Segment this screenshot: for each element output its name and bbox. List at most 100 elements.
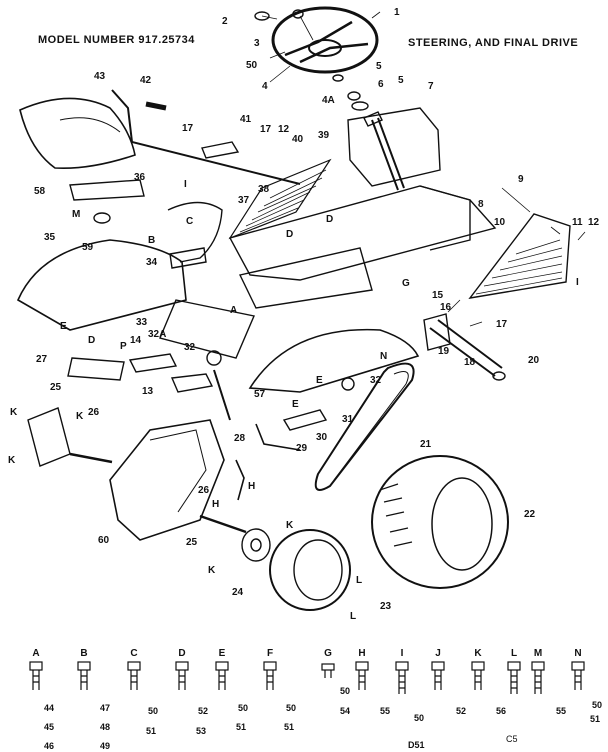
callout-9: 9 xyxy=(518,174,524,185)
page-number: C5 xyxy=(506,734,518,744)
callout-5a: 5 xyxy=(376,61,382,72)
key-a3: 46 xyxy=(44,741,55,751)
axle-20 xyxy=(429,319,503,377)
callout-36: 36 xyxy=(134,172,146,183)
bolt-M xyxy=(531,661,545,694)
callout-26b: 26 xyxy=(198,485,210,496)
tray-33 xyxy=(159,299,255,359)
label-L2: L xyxy=(350,611,357,622)
callout-6: 6 xyxy=(378,79,384,90)
bracket-27 xyxy=(67,357,125,381)
tire xyxy=(371,455,509,589)
bolt-I xyxy=(395,661,409,694)
label-D3: D xyxy=(88,335,96,346)
steering-wheel xyxy=(271,6,379,74)
key-g1: 50 xyxy=(340,686,351,696)
key-letter-I: I xyxy=(400,648,404,659)
callout-12a: 12 xyxy=(278,124,290,135)
bolt-G xyxy=(321,663,335,678)
bracket-41 xyxy=(201,141,240,159)
callout-27: 27 xyxy=(36,354,48,365)
key-letter-L: L xyxy=(510,648,518,659)
callout-4: 4 xyxy=(262,81,268,92)
callout-26a: 26 xyxy=(88,407,100,418)
fender-right xyxy=(248,328,420,393)
fender-left xyxy=(16,239,187,331)
callout-3: 3 xyxy=(254,38,260,49)
knob-32b xyxy=(341,377,355,391)
hub-25 xyxy=(241,528,271,562)
axle-right xyxy=(199,514,247,534)
callout-33: 33 xyxy=(136,317,148,328)
callout-2: 2 xyxy=(222,16,228,27)
label-N: N xyxy=(380,351,388,362)
key-b2: 48 xyxy=(100,722,111,732)
callout-59: 59 xyxy=(82,242,94,253)
bolt-D xyxy=(175,661,189,690)
key-f2: 51 xyxy=(284,722,295,732)
callout-8: 8 xyxy=(478,199,484,210)
bolt-L xyxy=(507,661,521,694)
key-g2: 54 xyxy=(340,706,351,716)
nut-3 xyxy=(292,9,304,19)
callout-18: 18 xyxy=(464,357,476,368)
callout-41: 41 xyxy=(240,114,252,125)
callout-1: 1 xyxy=(394,7,400,18)
key-letter-H: H xyxy=(358,648,366,659)
callout-40: 40 xyxy=(292,134,304,145)
label-K4: K xyxy=(286,520,294,531)
seat-rod xyxy=(111,89,301,185)
callout-17c: 17 xyxy=(496,319,508,330)
grip-42 xyxy=(145,101,167,111)
footrest-left xyxy=(228,158,332,240)
key-letter-G: G xyxy=(324,648,332,659)
bracket-18 xyxy=(423,313,451,351)
key-letter-E: E xyxy=(218,648,226,659)
key-letter-B: B xyxy=(80,648,88,659)
key-k1: 56 xyxy=(496,706,507,716)
key-c2: 51 xyxy=(146,726,157,736)
key-b1: 47 xyxy=(100,703,111,713)
label-K-hub: K xyxy=(208,565,216,576)
link-29 xyxy=(255,423,301,451)
frame xyxy=(228,185,497,281)
callout-4a: 4A xyxy=(322,95,335,106)
callout-30: 30 xyxy=(316,432,328,443)
wheel-rim xyxy=(269,529,351,611)
frame-side xyxy=(419,185,471,251)
callout-13: 13 xyxy=(142,386,154,397)
key-a2: 45 xyxy=(44,722,55,732)
label-E3: E xyxy=(292,399,299,410)
callout-23: 23 xyxy=(380,601,392,612)
label-E2: E xyxy=(316,375,323,386)
key-letter-M: M xyxy=(533,648,543,659)
callout-29: 29 xyxy=(296,443,308,454)
key-m1: 55 xyxy=(556,706,567,716)
callout-25a: 25 xyxy=(50,382,62,393)
label-B: B xyxy=(148,235,156,246)
steering-hub xyxy=(308,39,342,57)
label-P: P xyxy=(120,341,127,352)
label-G: G xyxy=(402,278,410,289)
part-30 xyxy=(282,409,328,431)
key-n2: 51 xyxy=(590,714,601,724)
callout-34: 34 xyxy=(146,257,158,268)
washer-5 xyxy=(332,74,344,82)
key-b3: 49 xyxy=(100,741,111,751)
steering-wheel-spokes xyxy=(284,20,369,64)
transaxle xyxy=(109,419,225,541)
label-K2: K xyxy=(76,411,84,422)
callout-32a: 32 xyxy=(184,342,196,353)
label-D2: D xyxy=(286,229,294,240)
callout-15: 15 xyxy=(432,290,444,301)
collar-6 xyxy=(351,101,369,111)
label-H1: H xyxy=(248,481,256,492)
callout-21: 21 xyxy=(420,439,432,450)
key-f1: 50 xyxy=(286,703,297,713)
key-h2: 50 xyxy=(414,713,425,723)
seat-knob-59 xyxy=(93,212,111,224)
key-letter-A: A xyxy=(32,648,40,659)
label-C: C xyxy=(186,216,194,227)
label-L1: L xyxy=(356,575,363,586)
